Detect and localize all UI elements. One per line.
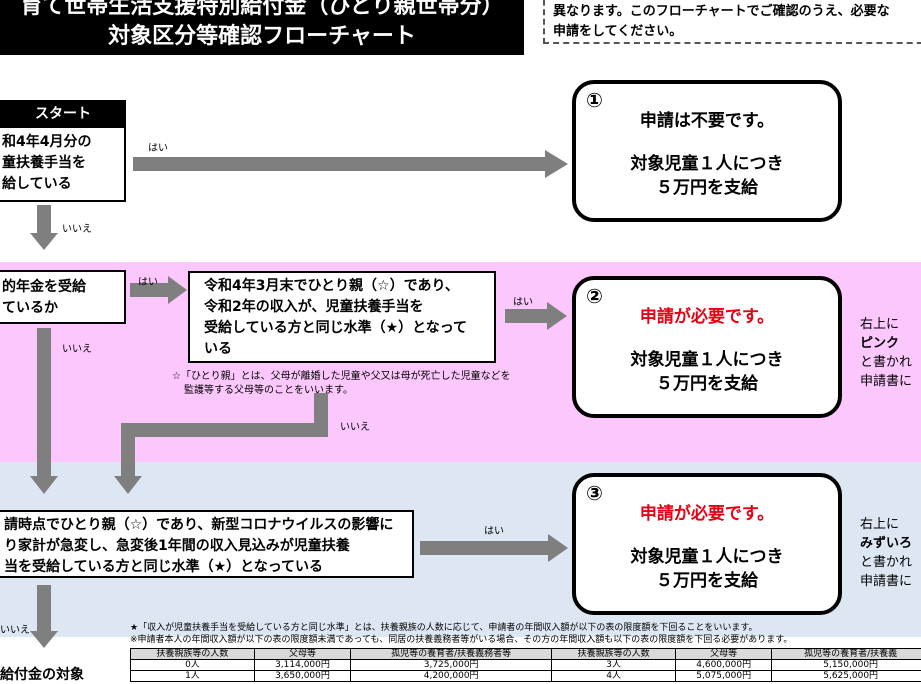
- label-q3-no: いいえ: [340, 418, 370, 433]
- arrow-q4-yes-head: [548, 534, 568, 562]
- arrow-q4-no: [37, 585, 51, 631]
- label-q2-no: いいえ: [62, 340, 92, 355]
- arrow-q3-yes: [505, 309, 547, 323]
- connector-q3-no-down: [121, 423, 135, 476]
- side-note-blue: 右上に みずいろ と書かれ 申請書に: [860, 515, 921, 591]
- label-q3-yes: はい: [513, 293, 533, 308]
- label-q4-no: いいえ: [0, 621, 30, 636]
- arrow-q1-no-head: [30, 233, 58, 250]
- arrow-q2-yes-head: [168, 276, 187, 304]
- label-q4-yes: はい: [484, 522, 504, 537]
- arrow-q4-no-head: [30, 631, 58, 648]
- label-q1-no: いいえ: [62, 220, 92, 235]
- label-q1-yes: はい: [148, 139, 168, 154]
- income-limit-table: 扶養親族等の人数父母等孤児等の養育者/扶養義務者等 扶養親族等の人数父母等孤児等…: [130, 648, 921, 682]
- arrow-q1-yes: [133, 157, 545, 171]
- label-q2-yes: はい: [138, 273, 158, 288]
- arrow-q2-no: [37, 328, 51, 476]
- income-note: ★「収入が児童扶養手当を受給している方と同じ水準」とは、扶養親族の人数に応じて、…: [130, 622, 921, 646]
- arrow-q1-yes-head: [545, 150, 568, 178]
- table-header-row: 扶養親族等の人数父母等孤児等の養育者/扶養義務者等 扶養親族等の人数父母等孤児等…: [131, 649, 921, 660]
- arrow-q2-no-head: [30, 476, 58, 494]
- connector-q3-no-horizontal: [121, 423, 328, 437]
- arrow-q3-yes-head: [547, 302, 567, 330]
- arrow-q1-no: [37, 205, 51, 233]
- arrow-q3-no-head: [114, 476, 142, 494]
- side-note-pink: 右上に ピンク と書かれ 申請書に: [860, 315, 921, 391]
- arrow-q4-yes: [420, 541, 548, 555]
